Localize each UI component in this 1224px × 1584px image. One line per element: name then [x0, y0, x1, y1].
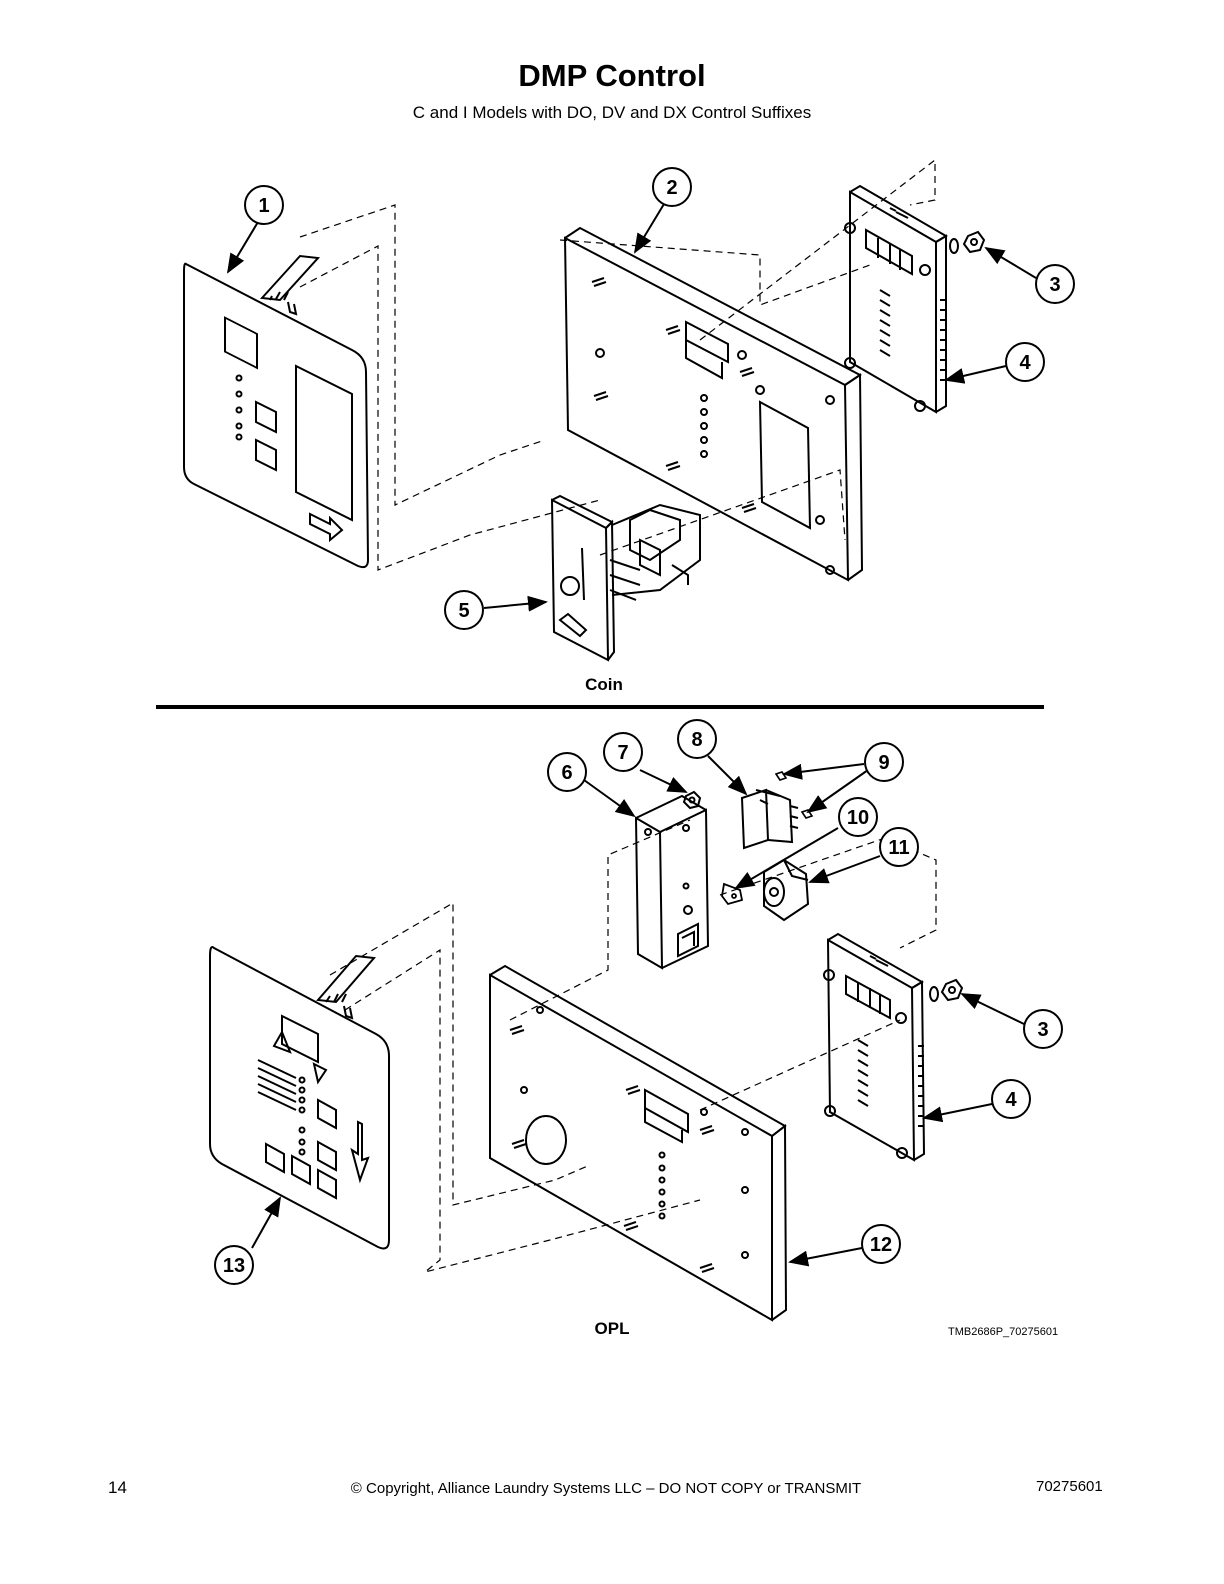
- svg-text:9: 9: [878, 752, 889, 774]
- callout-2: 2: [652, 167, 692, 207]
- svg-text:8: 8: [691, 729, 702, 751]
- callout-11: 11: [879, 827, 919, 867]
- drawing-reference: TMB2686P_70275601: [948, 1326, 1059, 1338]
- part-2-coin-panel: [563, 226, 864, 582]
- svg-text:10: 10: [847, 807, 869, 829]
- svg-text:4: 4: [1005, 1089, 1017, 1111]
- svg-text:2: 2: [666, 177, 677, 199]
- callout-13: 13: [214, 1245, 254, 1285]
- callout-3-opl: 3: [1023, 1009, 1063, 1049]
- opl-leader-lines: [251, 755, 1025, 1267]
- svg-text:6: 6: [561, 762, 572, 784]
- callout-7: 7: [603, 732, 643, 772]
- callout-6: 6: [547, 752, 587, 792]
- svg-text:1: 1: [258, 195, 269, 217]
- svg-text:5: 5: [458, 600, 469, 622]
- page-number: 14: [108, 1478, 127, 1497]
- callout-4-opl: 4: [991, 1079, 1031, 1119]
- part-7-nut: [682, 790, 702, 810]
- callout-3-coin: 3: [1035, 264, 1075, 304]
- callout-5: 5: [444, 590, 484, 630]
- part-1-coin-overlay: [183, 254, 370, 569]
- callout-12: 12: [861, 1224, 901, 1264]
- page-subtitle: C and I Models with DO, DV and DX Contro…: [412, 103, 812, 122]
- svg-text:3: 3: [1037, 1019, 1048, 1041]
- coin-section-caption: Coin: [585, 675, 623, 694]
- coin-leader-lines: [226, 203, 1037, 612]
- svg-text:4: 4: [1019, 352, 1031, 374]
- part-4-opl-board: [823, 932, 926, 1162]
- part-12-opl-panel: [489, 964, 788, 1322]
- copyright-notice: © Copyright, Alliance Laundry Systems LL…: [350, 1480, 862, 1497]
- part-8-switch: [740, 788, 799, 850]
- opl-dashed-guides: [329, 819, 937, 1273]
- part-3-coin-nut: [949, 230, 986, 254]
- opl-section-caption: OPL: [594, 1319, 630, 1338]
- callout-8: 8: [677, 719, 717, 759]
- callout-4-coin: 4: [1005, 342, 1045, 382]
- callout-1: 1: [244, 185, 284, 225]
- part-11-knob: [763, 858, 810, 922]
- page-title: DMP Control: [518, 58, 706, 93]
- part-6-bracket: [634, 794, 710, 970]
- svg-text:11: 11: [888, 837, 909, 859]
- svg-text:7: 7: [617, 742, 628, 764]
- part-4-coin-board: [844, 184, 948, 414]
- part-3-opl-nut: [929, 978, 964, 1002]
- document-number: 70275601: [1036, 1478, 1103, 1495]
- part-9-screws: [774, 771, 814, 819]
- svg-text:3: 3: [1049, 274, 1060, 296]
- part-5-coin-mechanism: [550, 494, 701, 662]
- callout-9: 9: [864, 742, 904, 782]
- part-13-opl-overlay: [209, 946, 390, 1250]
- callout-10: 10: [838, 797, 878, 837]
- svg-text:12: 12: [870, 1234, 892, 1256]
- svg-text:13: 13: [223, 1255, 245, 1277]
